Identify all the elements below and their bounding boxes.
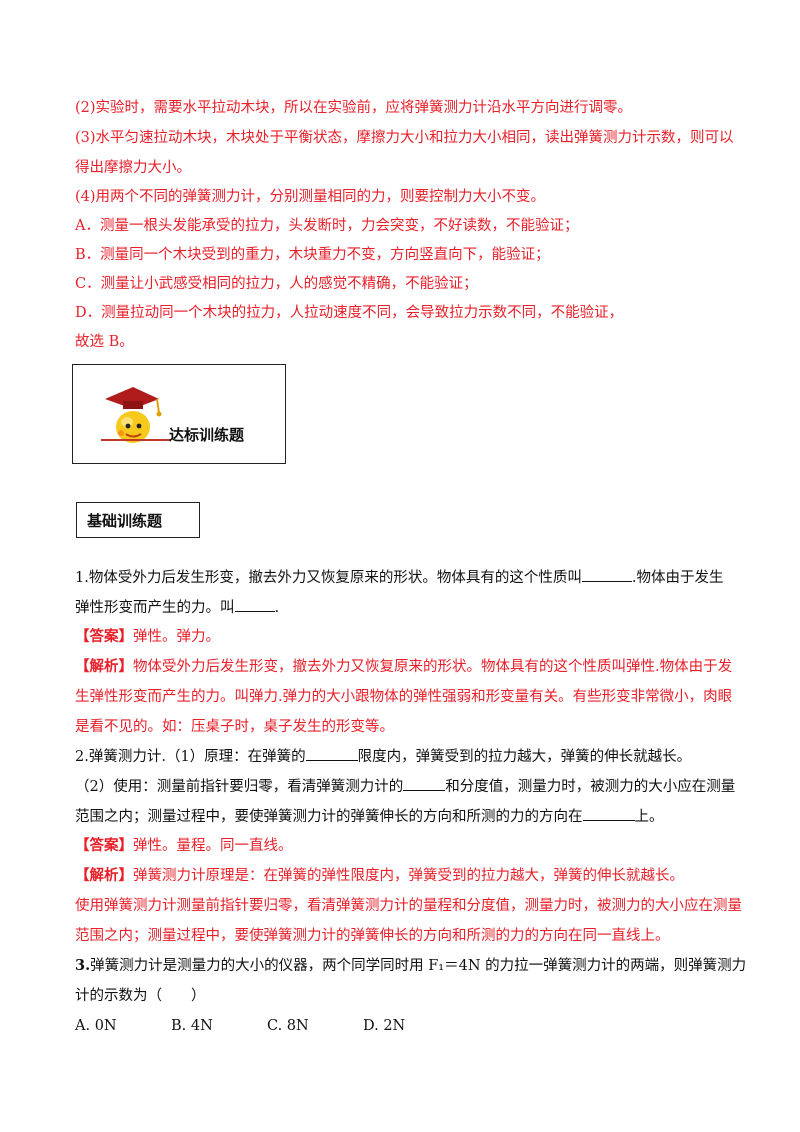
- question-3-line: 3.弹簧测力计是测量力的大小的仪器，两个同学同时用 F₁＝4N 的力拉一弹簧测力…: [75, 957, 747, 974]
- question-3-line: 计的示数为（ ）: [75, 988, 206, 1004]
- q2-analysis-line: 范围之内；测量过程中，要使弹簧测力计的弹簧伸长的方向和所测的力的方向在同一直线上…: [75, 928, 670, 944]
- question-2-line: （2）使用：测量前指针要归零，看清弹簧测力计的和分度值，测量力时，被测力的大小应…: [75, 776, 735, 797]
- option-d[interactable]: D. 2N: [363, 1018, 406, 1034]
- answer-blank: [582, 806, 635, 821]
- explanation-line: D．测量拉动同一个木块的拉力，人拉动速度不同，会导致拉力示数不同，不能验证，: [75, 305, 624, 321]
- explanation-line: (4)用两个不同的弹簧测力计，分别测量相同的力，则要控制力大小不变。: [75, 189, 546, 205]
- explanation-line: B．测量同一个木块受到的重力，木块重力不变，方向竖直向下，能验证；: [75, 247, 550, 263]
- answer-blank: [581, 567, 632, 582]
- q1-analysis-line: 生弹性形变而产生的力。叫弹力.弹力的大小跟物体的弹性强弱和形变量有关。有些形变非…: [75, 689, 733, 705]
- training-banner: 达标训练题: [72, 364, 286, 464]
- question-1-line: 弹性形变而产生的力。叫.: [75, 597, 279, 618]
- question-2-line: 2.弹簧测力计.（1）原理：在弹簧的限度内，弹簧受到的拉力越大，弹簧的伸长就越长…: [75, 746, 691, 767]
- section-header: 基础训练题: [76, 502, 200, 538]
- question-1-line: 1.物体受外力后发生形变，撤去外力又恢复原来的形状。物体具有的这个性质叫.物体由…: [75, 567, 723, 588]
- explanation-line: 得出摩擦力大小。: [75, 160, 191, 176]
- question-3-options: A. 0N B. 4N C. 8N D. 2N: [75, 1016, 459, 1036]
- q2-answer: 【答案】弹性。量程。同一直线。: [75, 837, 293, 854]
- q2-analysis: 【解析】弹簧测力计原理是：在弹簧的弹性限度内，弹簧受到的拉力越大，弹簧的伸长就越…: [75, 867, 684, 884]
- explanation-line: 故选 B。: [75, 334, 134, 350]
- option-c[interactable]: C. 8N: [267, 1018, 309, 1034]
- explanation-line: C．测量让小武感受相同的拉力，人的感觉不精确，不能验证；: [75, 276, 478, 292]
- banner-title: 达标训练题: [169, 426, 245, 444]
- option-a[interactable]: A. 0N: [75, 1018, 117, 1034]
- q1-analysis-line: 是看不见的。如：压桌子时，桌子发生的形变等。: [75, 719, 394, 735]
- explanation-line: (3)水平匀速拉动木块，木块处于平衡状态，摩擦力大小和拉力大小相同，读出弹簧测力…: [75, 130, 734, 146]
- q1-answer: 【答案】弹性。弹力。: [75, 628, 220, 645]
- q2-analysis-line: 使用弹簧测力计测量前指针要归零，看清弹簧测力计的量程和分度值，测量力时，被测力的…: [75, 898, 742, 914]
- answer-blank: [305, 746, 358, 761]
- explanation-line: (2)实验时，需要水平拉动木块，所以在实验前，应将弹簧测力计沿水平方向进行调零。: [75, 100, 633, 116]
- section-title: 基础训练题: [87, 512, 163, 530]
- option-b[interactable]: B. 4N: [171, 1018, 213, 1034]
- q1-analysis: 【解析】物体受外力后发生形变，撤去外力又恢复原来的形状。物体具有的这个性质叫弹性…: [75, 658, 733, 675]
- answer-blank: [234, 597, 275, 612]
- explanation-line: A．测量一根头发能承受的拉力，头发断时，力会突变，不好读数，不能验证；: [75, 218, 579, 234]
- answer-blank: [403, 776, 446, 791]
- graduate-mascot-icon: [105, 387, 162, 443]
- question-2-line: 范围之内；测量过程中，要使弹簧测力计的弹簧伸长的方向和所测的力的方向在上。: [75, 806, 664, 827]
- banner-underline: [101, 439, 171, 441]
